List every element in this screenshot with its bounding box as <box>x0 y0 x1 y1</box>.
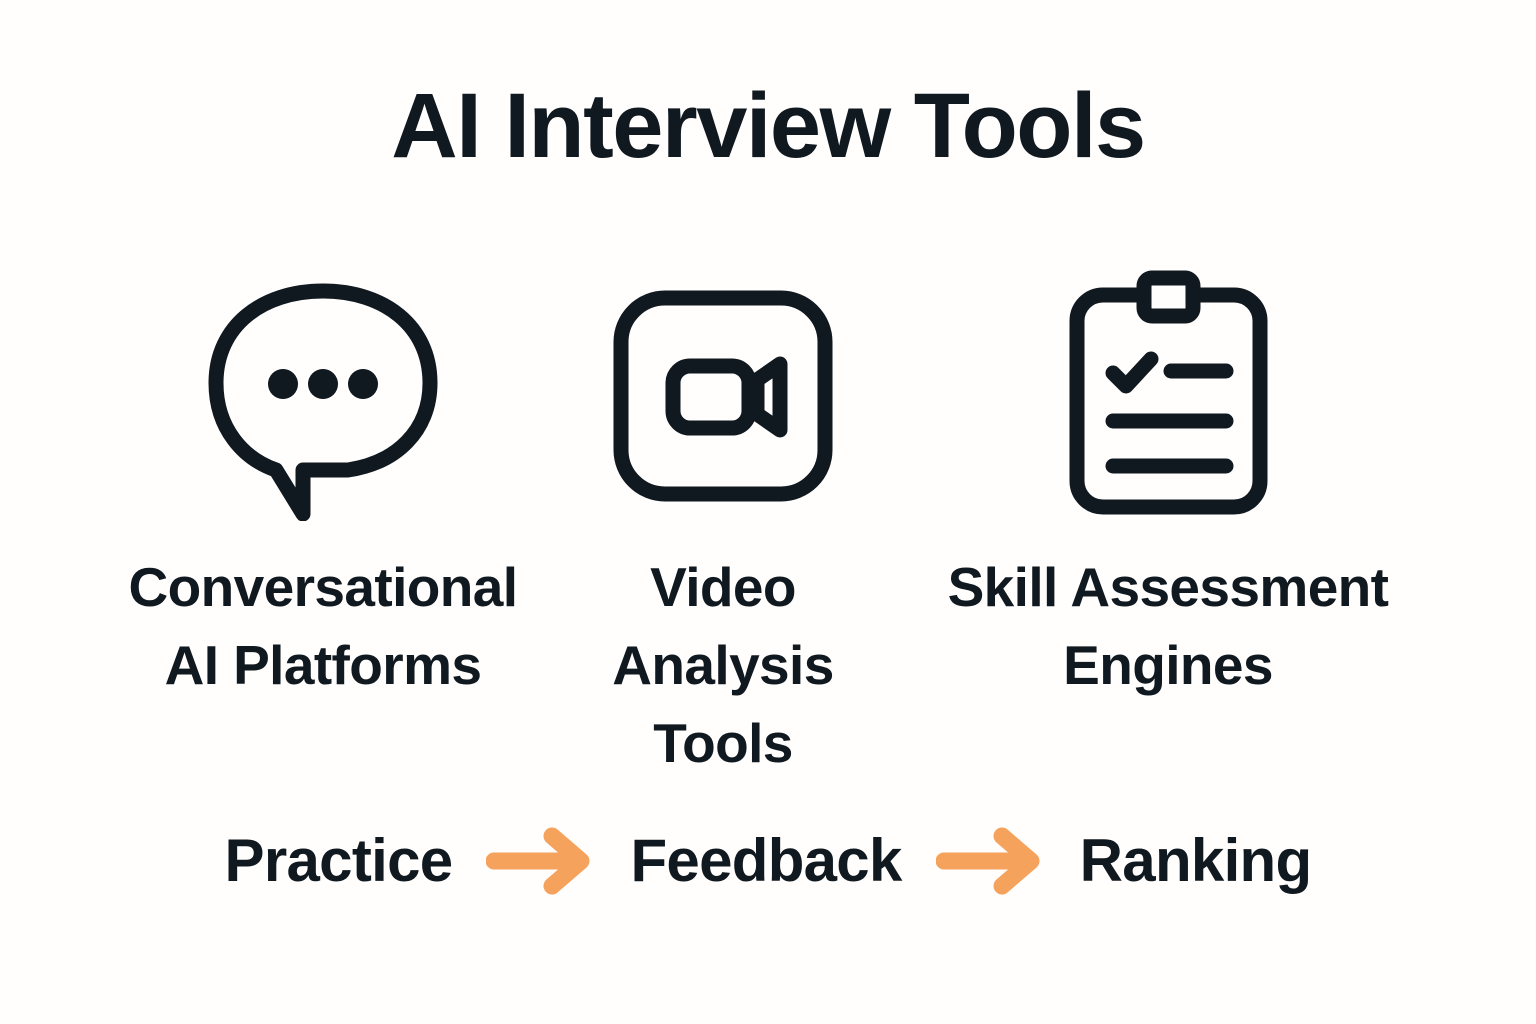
feature-column-skill-assessment: Skill Assessment Engines <box>888 262 1448 704</box>
flow-step-practice: Practice <box>224 827 454 894</box>
feature-label-video-analysis: Video Analysis Tools <box>612 556 834 775</box>
flow-step-ranking: Ranking <box>1079 827 1312 894</box>
video-camera-square-icon <box>607 262 839 530</box>
feature-label-conversational-ai: Conversational AI Platforms <box>128 556 519 697</box>
feature-label-skill-assessment: Skill Assessment Engines <box>947 556 1389 697</box>
feature-column-video-analysis: Video Analysis Tools <box>558 262 888 782</box>
feature-column-conversational-ai: Conversational AI Platforms <box>88 262 558 704</box>
arrow-right-icon <box>935 825 1046 897</box>
page-title: AI Interview Tools <box>391 75 1146 177</box>
process-flow: Practice Feedback Ranking <box>0 806 1536 916</box>
clipboard-checklist-icon <box>1061 262 1276 530</box>
feature-columns: Conversational AI Platforms Video Analys… <box>0 262 1536 792</box>
chat-bubble-dots-icon <box>198 262 448 530</box>
arrow-right-icon <box>486 825 596 897</box>
flow-step-feedback: Feedback <box>630 827 902 894</box>
